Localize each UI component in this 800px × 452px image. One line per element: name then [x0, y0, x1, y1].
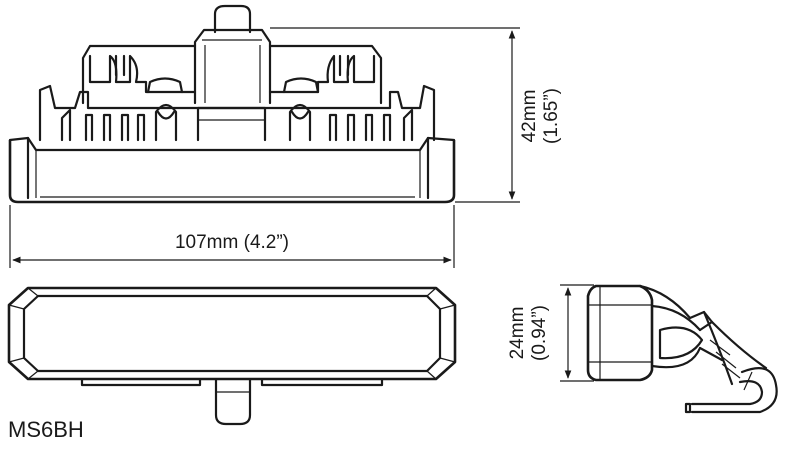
depth-dimension: 24mm (0.94”)	[507, 284, 594, 382]
height-mm-label: 42mm	[519, 90, 540, 143]
side-view	[586, 284, 778, 414]
height-dimension: 42mm (1.65”)	[270, 27, 562, 203]
width-dimension: 107mm (4.2”)	[9, 205, 455, 268]
heat-sink-fins	[60, 108, 414, 142]
width-label: 107mm (4.2”)	[175, 232, 289, 253]
lens-view	[7, 286, 457, 426]
height-in-label: (1.65”)	[541, 88, 562, 144]
depth-mm-label: 24mm	[507, 307, 528, 360]
model-label: MS6BH	[8, 417, 84, 442]
depth-in-label: (0.94”)	[529, 305, 550, 361]
front-view	[8, 4, 456, 204]
